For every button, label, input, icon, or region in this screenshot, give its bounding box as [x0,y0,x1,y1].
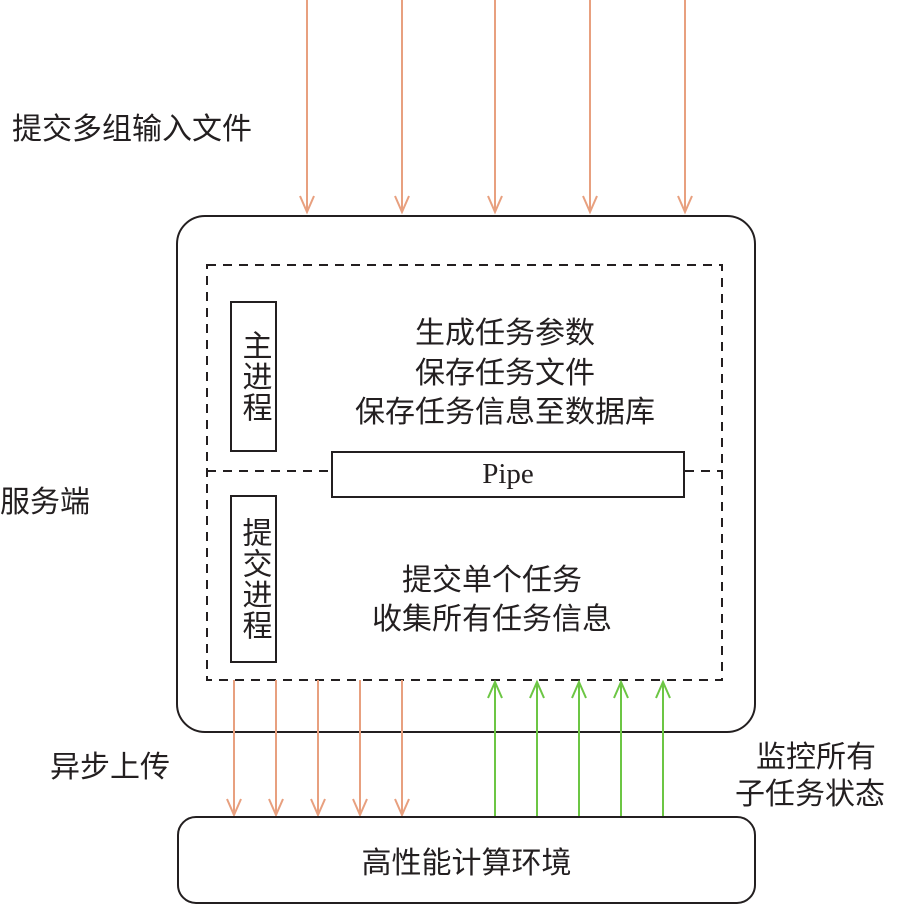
monitor-arrow-head [529,679,545,699]
upload-arrow-head [310,798,326,818]
process-frame [206,264,723,681]
submit-process-box: 提交进程 [230,495,277,663]
submit-process-line-2: 收集所有任务信息 [372,602,612,637]
main-process-line-2: 保存任务文件 [415,356,595,391]
hpc-box [177,816,756,904]
monitor-label-line2: 子任务状态 [735,777,885,812]
submit-files-label: 提交多组输入文件 [12,112,252,147]
monitor-arrow-head [613,679,629,699]
pipe-box: Pipe [331,451,685,498]
monitor-arrow-head [655,679,671,699]
server-label: 服务端 [0,485,90,520]
input-arrow-head [394,195,410,215]
monitor-arrow-head [487,679,503,699]
input-arrow-head [582,195,598,215]
main-process-line-1: 生成任务参数 [415,316,595,351]
input-arrow-head [487,195,503,215]
monitor-arrow-head [571,679,587,699]
server-box [176,215,756,733]
submit-process-title: 提交进程 [236,517,272,641]
input-arrow-head [299,195,315,215]
main-process-line-3: 保存任务信息至数据库 [355,395,655,430]
input-arrows [299,0,693,215]
async-upload-label: 异步上传 [50,750,170,785]
upload-arrow-head [394,798,410,818]
main-process-box: 主进程 [230,301,277,452]
monitor-arrows [487,679,671,817]
upload-arrow-head [226,798,242,818]
hpc-box-area: 高性能计算环境 [178,817,755,903]
monitor-label-line1: 监控所有 [756,740,876,775]
upload-arrow-head [352,798,368,818]
upload-arrow-head [268,798,284,818]
hpc-label: 高性能计算环境 [361,846,572,881]
upload-arrows [226,680,410,818]
main-process-title: 主进程 [236,330,272,423]
pipe-label: Pipe [482,458,534,490]
input-arrow-head [677,195,693,215]
submit-process-line-1: 提交单个任务 [402,563,582,598]
